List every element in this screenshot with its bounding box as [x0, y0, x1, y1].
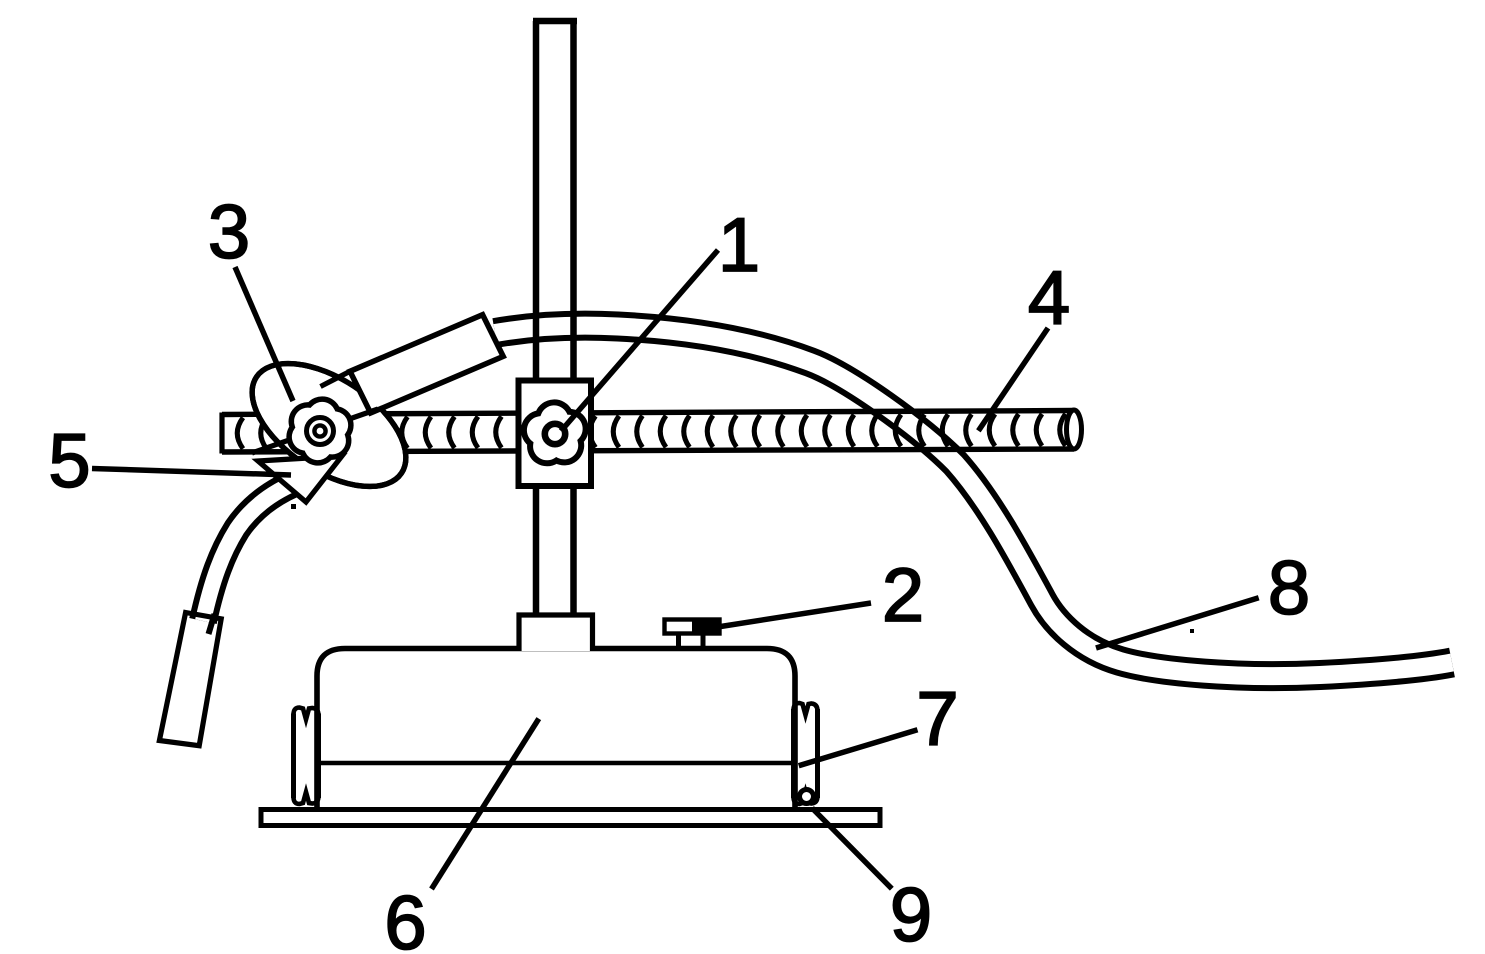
svg-text:9: 9	[890, 873, 932, 954]
svg-text:2: 2	[882, 553, 924, 638]
svg-text:6: 6	[384, 881, 426, 954]
svg-text:4: 4	[1028, 256, 1070, 341]
svg-text:3: 3	[208, 190, 250, 275]
svg-text:5: 5	[48, 419, 90, 504]
svg-text:7: 7	[916, 677, 958, 762]
svg-text:1: 1	[718, 203, 760, 288]
svg-text:8: 8	[1268, 546, 1310, 631]
